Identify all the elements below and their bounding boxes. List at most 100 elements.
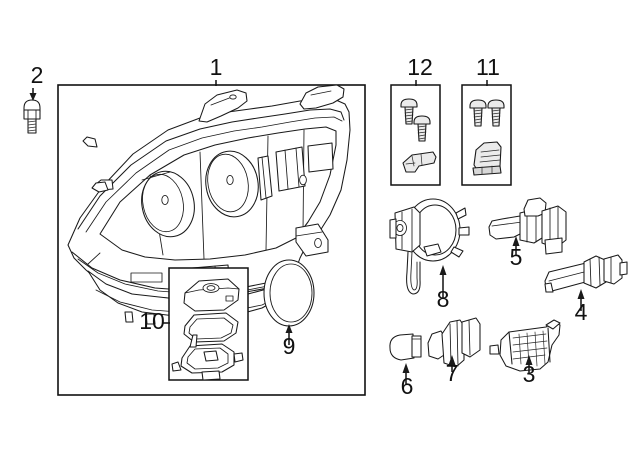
gasket-outer (263, 259, 315, 327)
kit12-screw-a-threads (404, 108, 414, 123)
arrowhead-6 (402, 363, 410, 373)
arrowhead-7 (448, 355, 456, 365)
ballast-base-foot (201, 370, 221, 381)
callout-6: 6 (401, 373, 414, 399)
signal-panel-line-2 (295, 147, 300, 188)
ballast-gasket-inner (188, 317, 234, 340)
callout-10: 10 (139, 308, 165, 334)
callout-3: 3 (523, 361, 536, 387)
ballast-base-post (189, 334, 198, 348)
headlamp-side-tab-lower (91, 181, 109, 193)
bulb4-collar-lines (589, 256, 601, 287)
ballast-control-unit (171, 278, 244, 381)
bulb7-base (461, 317, 481, 358)
headlamp-side-tab-upper (82, 136, 98, 148)
arrowhead-9 (285, 324, 293, 333)
bulb7-mid-lines (449, 320, 459, 367)
arrowhead-8 (439, 265, 447, 275)
headlamp-signal-panel (275, 146, 306, 192)
bracket3-left-tab (489, 344, 500, 355)
arrowhead-3 (525, 355, 533, 365)
kit11-clip-base-lines (481, 165, 493, 175)
kit12-clip-lines (405, 153, 423, 167)
arrowhead-4 (577, 289, 585, 299)
kit11-screw-a-threads (473, 109, 483, 124)
long-base-bulb (544, 254, 628, 293)
kit11-screw-a-head (469, 99, 487, 109)
bulb4-connector-tip (619, 261, 628, 276)
motor-connector-stub (389, 218, 397, 239)
bulb6-body (389, 333, 415, 361)
bracket3-left-edge (508, 331, 513, 365)
projector-lens-left (141, 170, 195, 238)
kit11-clip-base (472, 165, 502, 176)
callout-4: 4 (575, 299, 588, 325)
hex-head-bolt (23, 99, 41, 134)
callout-11: 11 (476, 54, 500, 80)
callout-1: 1 (210, 54, 223, 80)
bolt-head-facets (27, 109, 37, 120)
screw-kit-11-items (469, 99, 505, 176)
bulb5-glass (488, 215, 525, 240)
ballast-top-cover (183, 278, 240, 312)
mesh-bracket (489, 319, 561, 372)
headlamp-upper-rim-inner (85, 116, 343, 233)
motor-ring-lug-top (455, 207, 467, 220)
ballast-base-ear-right (233, 352, 244, 363)
center-block-line (261, 156, 267, 199)
bracket3-mesh-horizontal (512, 333, 548, 360)
kit11-clip-lines (479, 149, 501, 163)
apron-notch-1 (124, 311, 134, 323)
apron-notch-2 (145, 313, 156, 325)
callout-2: 2 (31, 62, 44, 88)
ballast-cover-connector (225, 295, 234, 302)
headlamp-upper-rim (77, 108, 345, 230)
bracket3-right-edge (547, 327, 551, 363)
headlamp-right-panel (307, 142, 334, 173)
top-tab-left-hole (229, 94, 237, 100)
bulb7-base-line (468, 319, 471, 356)
bulb4-base-collar (583, 255, 607, 289)
headlamp-center-block (257, 155, 273, 201)
bulb5-glass-line (491, 221, 523, 227)
motor-harness-loop-inner (410, 251, 418, 291)
bulb-cap (389, 333, 422, 361)
lens-left-center-dot (161, 194, 169, 206)
bulb-socket-connector (427, 317, 481, 368)
headlamp-top-tab-right (299, 84, 345, 110)
ballast-cover-boss-inner (206, 285, 216, 291)
kit11-screw-b-head (487, 99, 505, 109)
mount-ear-line (295, 231, 323, 237)
projector-lens-right (205, 150, 259, 218)
motor-ring-lug-bottom (450, 246, 464, 258)
ballast-base-ear-left (171, 361, 182, 372)
screw-kit-12-items (400, 98, 437, 173)
bulb5-connector-body (541, 205, 567, 249)
headlamp-right-hole (299, 174, 307, 186)
ballast-base-block (203, 350, 219, 362)
lens-right-center-dot (226, 174, 234, 186)
mount-ear-hole (314, 237, 322, 249)
lens-left-top-edge (141, 171, 171, 181)
arrowhead-2 (29, 93, 37, 101)
kit12-screw-a-head (400, 98, 418, 108)
ballast-gasket-plate (183, 312, 239, 343)
bracket3-mesh-vertical (518, 330, 546, 367)
gasket-inner (269, 263, 313, 323)
bezel-band-2 (199, 151, 205, 260)
bolt-head-flange (23, 109, 41, 120)
lens-left-inner (142, 173, 184, 233)
halogen-bulb (488, 197, 567, 255)
bracket3-top-tab (545, 319, 561, 330)
callout-12: 12 (407, 54, 433, 80)
motor-harness-loop (406, 251, 421, 295)
arrowhead-5 (512, 236, 520, 246)
motor-ring-clip (423, 243, 442, 257)
callout-8: 8 (437, 286, 450, 312)
apron-vent-left (130, 272, 163, 283)
bulb5-connector-tail (544, 237, 563, 255)
kit12-screw-b-head (413, 115, 431, 125)
ballast-base-inner (186, 347, 229, 370)
motor-ring-lug-mid (458, 226, 470, 236)
